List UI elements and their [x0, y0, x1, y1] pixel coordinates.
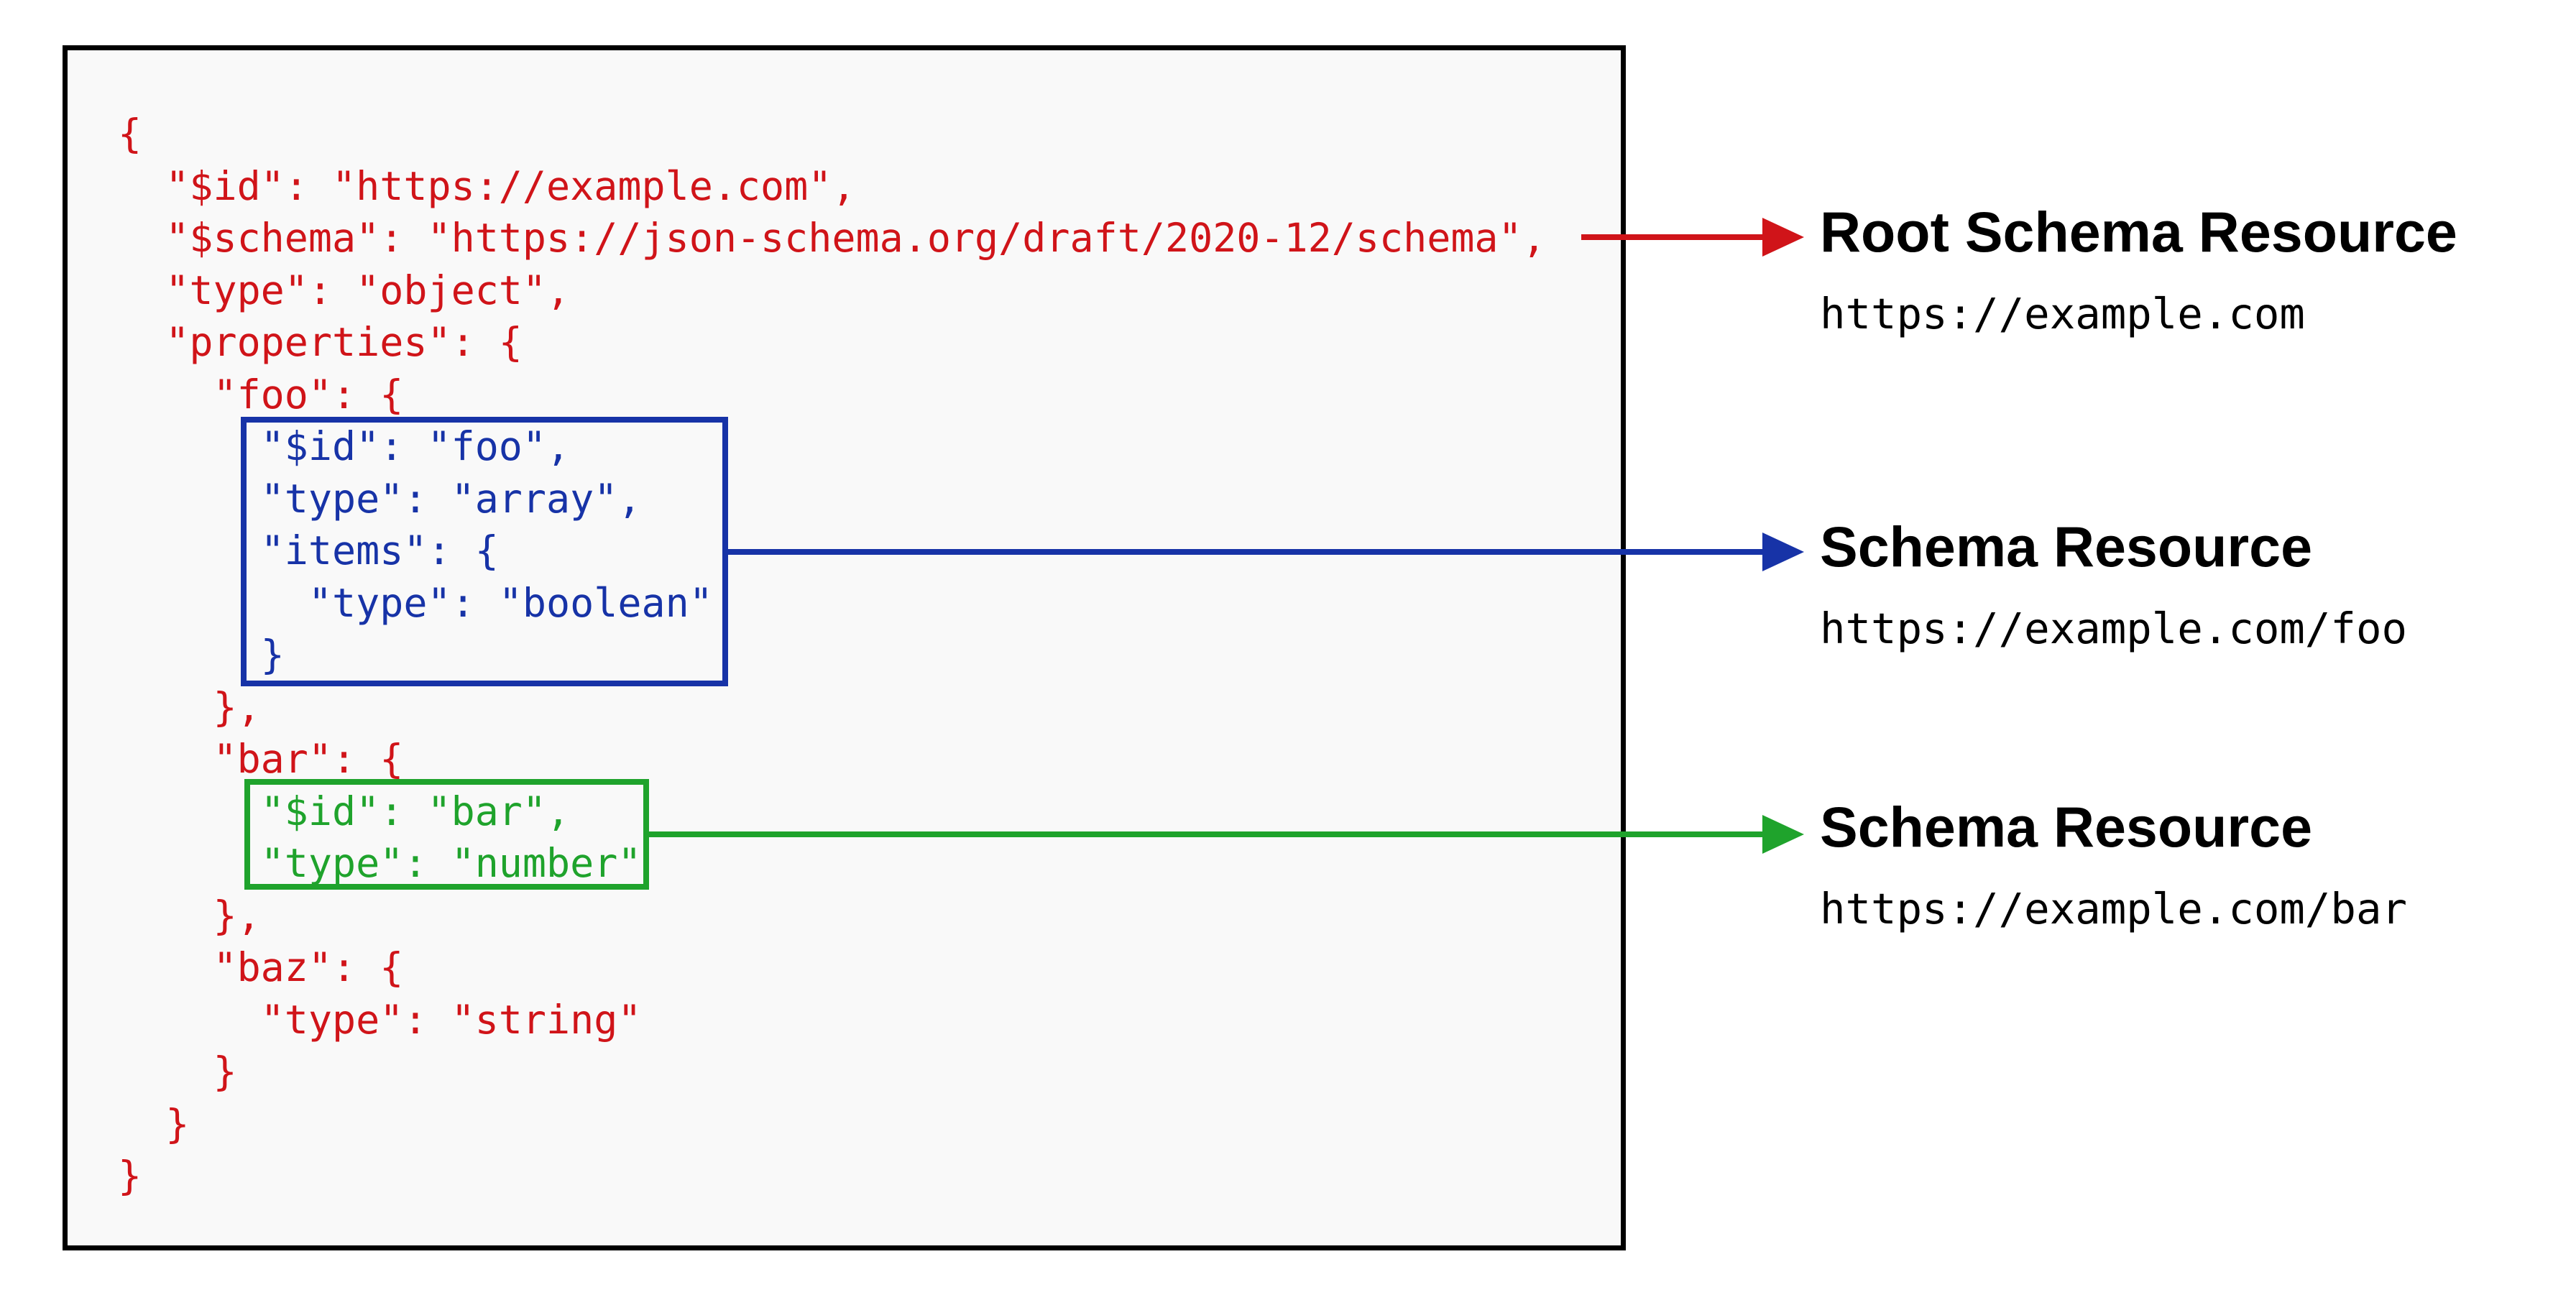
- code-line: "type": "boolean": [118, 579, 713, 626]
- bar-schema-resource-url: https://example.com/bar: [1820, 884, 2407, 934]
- label-foo-schema-resource: Schema Resource https://example.com/foo: [1820, 514, 2407, 655]
- foo-schema-resource-title: Schema Resource: [1820, 515, 2313, 579]
- code-line: },: [118, 892, 261, 939]
- bar-schema-arrow-head-icon: [1762, 815, 1804, 854]
- bar-schema-resource-title: Schema Resource: [1820, 795, 2313, 859]
- code-line: "type": "object",: [118, 267, 571, 313]
- schema-code-panel: [63, 45, 1626, 1250]
- code-line: "bar": {: [118, 736, 404, 782]
- code-line: }: [118, 1049, 237, 1094]
- label-root-schema-resource: Root Schema Resource https://example.com: [1820, 199, 2457, 340]
- code-line: "foo": {: [118, 371, 404, 418]
- code-line: "type": "string": [118, 996, 642, 1043]
- code-line: }: [118, 1100, 190, 1147]
- code-line: "type": "array",: [118, 475, 642, 522]
- code-line: "$schema": "https://json-schema.org/draf…: [118, 215, 1546, 261]
- code-line: }: [118, 1153, 142, 1199]
- code-line: "type": "number": [118, 840, 642, 886]
- foo-schema-resource-outline: [241, 417, 728, 686]
- root-schema-resource-title: Root Schema Resource: [1820, 200, 2457, 264]
- code-line: "items": {: [118, 527, 499, 573]
- code-line: "$id": "foo",: [118, 423, 571, 469]
- foo-schema-arrow-head-icon: [1762, 533, 1804, 571]
- code-line: },: [118, 683, 261, 730]
- code-line: "properties": {: [118, 319, 523, 365]
- foo-schema-resource-url: https://example.com/foo: [1820, 604, 2407, 653]
- code-line: "$id": "bar",: [118, 788, 571, 834]
- label-bar-schema-resource: Schema Resource https://example.com/bar: [1820, 794, 2407, 935]
- json-code: { "$id": "https://example.com", "$schema…: [118, 108, 1546, 1202]
- code-line: }: [118, 632, 285, 678]
- code-line: "$id": "https://example.com",: [118, 162, 856, 209]
- root-schema-resource-url: https://example.com: [1820, 289, 2305, 338]
- code-line: "baz": {: [118, 944, 404, 990]
- root-schema-arrow-head-icon: [1762, 218, 1804, 257]
- code-line: {: [118, 111, 142, 157]
- bar-schema-resource-outline: [244, 779, 649, 890]
